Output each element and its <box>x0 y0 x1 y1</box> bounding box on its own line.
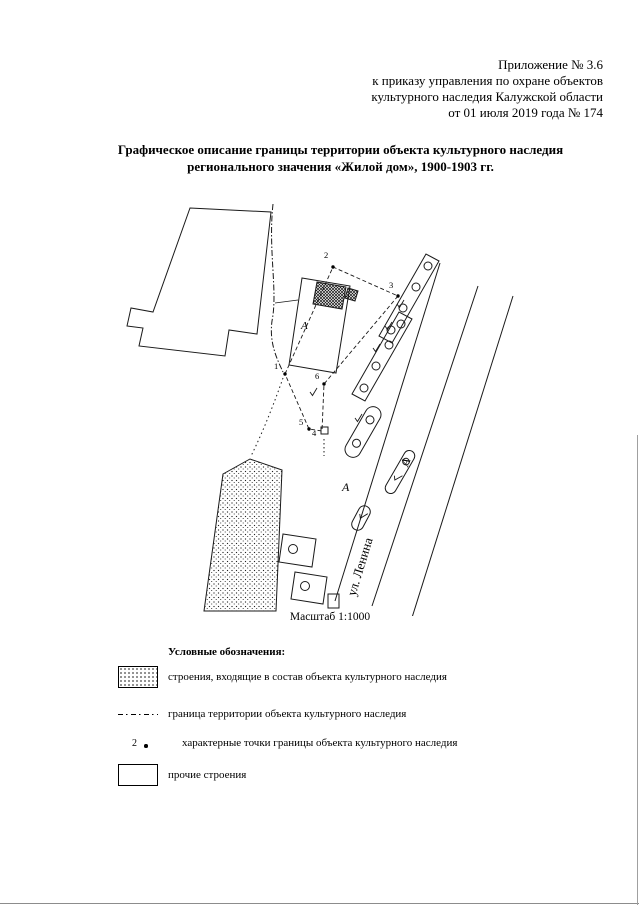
legend-symbol-cell <box>118 713 162 716</box>
boundary-point-4-square <box>320 426 329 435</box>
heritage-building-annex <box>344 287 359 302</box>
boundary-point-5-dot <box>307 427 311 431</box>
shrub-tick-icon <box>393 475 403 481</box>
shrub-tick-icon <box>354 413 363 423</box>
shrub-tick-icon <box>384 321 393 331</box>
tree-symbol <box>352 438 361 448</box>
legend-section: Условные обозначения: строения, входящие… <box>118 646 548 786</box>
area-label-1: А <box>300 320 308 332</box>
legend-title: Условные обозначения: <box>168 646 286 658</box>
plot-outline <box>288 277 351 374</box>
legend-item-territory-boundary: граница территории объекта культурного н… <box>118 708 548 721</box>
tree-symbol <box>398 303 408 313</box>
boundary-point-icon <box>144 744 148 748</box>
tree-symbol <box>423 261 433 271</box>
legend-item-boundary-points: 2 характерные точки границы объекта куль… <box>118 737 548 750</box>
area-label-2: А <box>341 480 350 494</box>
building-with-tree-2 <box>290 571 328 605</box>
site-plan-map: 1 2 3 4 5 6 А А А ул. Ленина <box>126 203 514 616</box>
page-title-line-1: Графическое описание границы территории … <box>117 142 564 157</box>
legend-symbol-cell: 2 <box>118 738 176 749</box>
building-capsule <box>344 406 382 458</box>
boundary-point-label-1: 1 <box>274 361 278 371</box>
legend-point-number: 2 <box>132 738 137 749</box>
boundary-dotted-segment <box>250 377 284 457</box>
scan-edge-bottom <box>0 903 639 904</box>
heritage-building-stippled <box>203 458 283 612</box>
boundary-point-1-dot <box>283 372 287 376</box>
map-scale-label: Масштаб 1:1000 <box>289 611 371 623</box>
page-title: Графическое описание границы территории … <box>70 141 611 175</box>
header-line-4: от 01 июля 2019 года № 174 <box>448 105 603 120</box>
building-row-2 <box>378 253 440 344</box>
boundary-point-3-dot <box>396 294 400 298</box>
document-header: Приложение № 3.6 к приказу управления по… <box>371 57 603 121</box>
scan-edge-right <box>637 435 638 905</box>
header-line-1: Приложение № 3.6 <box>498 57 603 72</box>
connector-line <box>274 299 299 304</box>
tree-symbol <box>371 361 381 371</box>
street-edge-line-3 <box>411 295 514 616</box>
area-label-3: А <box>397 456 413 469</box>
legend-label-heritage-buildings: строения, входящие в состав объекта куль… <box>168 670 447 683</box>
cadastral-boundary-line <box>270 203 284 373</box>
boundary-line-icon <box>118 713 158 716</box>
street-island-outline <box>384 449 416 495</box>
building-with-tree-1 <box>278 533 317 568</box>
tree-symbol <box>384 340 394 350</box>
page-title-line-2: регионального значения «Жилой дом», 1900… <box>187 159 494 174</box>
boundary-points <box>283 265 400 431</box>
header-line-2: к приказу управления по охране объектов <box>372 73 603 88</box>
legend-label-boundary-points: характерные точки границы объекта культу… <box>182 737 458 749</box>
boundary-point-6-dot <box>322 382 326 386</box>
heritage-building-swatch-icon <box>118 666 158 688</box>
small-structure <box>327 593 340 609</box>
street-edge-line-2 <box>371 285 479 607</box>
street-edge-line-1 <box>334 262 441 602</box>
legend-symbol-cell <box>118 764 162 786</box>
boundary-point-label-3: 3 <box>389 280 393 290</box>
building-capsule-outline <box>344 406 382 458</box>
legend-symbol-cell <box>118 666 162 688</box>
tree-symbol <box>402 457 410 466</box>
tree-symbol <box>300 581 310 591</box>
heritage-building-hatched <box>312 281 347 310</box>
shrub-tick-icon <box>372 343 381 353</box>
tree-symbol <box>359 383 369 393</box>
shrub-tick-icon <box>309 387 318 397</box>
header-line-3: культурного наследия Калужской области <box>371 89 603 104</box>
boundary-point-label-5: 5 <box>299 417 303 427</box>
boundary-point-label-2: 2 <box>324 250 328 260</box>
tree-symbol <box>386 325 396 335</box>
boundary-point-label-4: 4 <box>312 428 317 438</box>
other-building-swatch-icon <box>118 764 158 786</box>
tree-symbol <box>365 415 375 425</box>
map-drawing <box>126 203 514 616</box>
tree-symbol <box>411 282 421 292</box>
legend-item-heritage-buildings: строения, входящие в состав объекта куль… <box>118 666 548 688</box>
legend-item-other-buildings: прочие строения <box>118 764 548 786</box>
street-name-label: ул. Ленина <box>344 536 376 598</box>
street-kiosk-outline <box>351 505 371 531</box>
tree-symbol <box>288 544 298 554</box>
building-row-1 <box>351 311 413 402</box>
street-island <box>384 449 416 495</box>
boundary-point-label-6: 6 <box>315 371 319 381</box>
shrub-tick-icon <box>396 299 405 309</box>
boundary-point-2-dot <box>331 265 335 269</box>
legend-label-territory-boundary: граница территории объекта культурного н… <box>168 708 407 720</box>
legend-label-other-buildings: прочие строения <box>168 768 247 781</box>
building-outline-northwest <box>126 207 272 357</box>
